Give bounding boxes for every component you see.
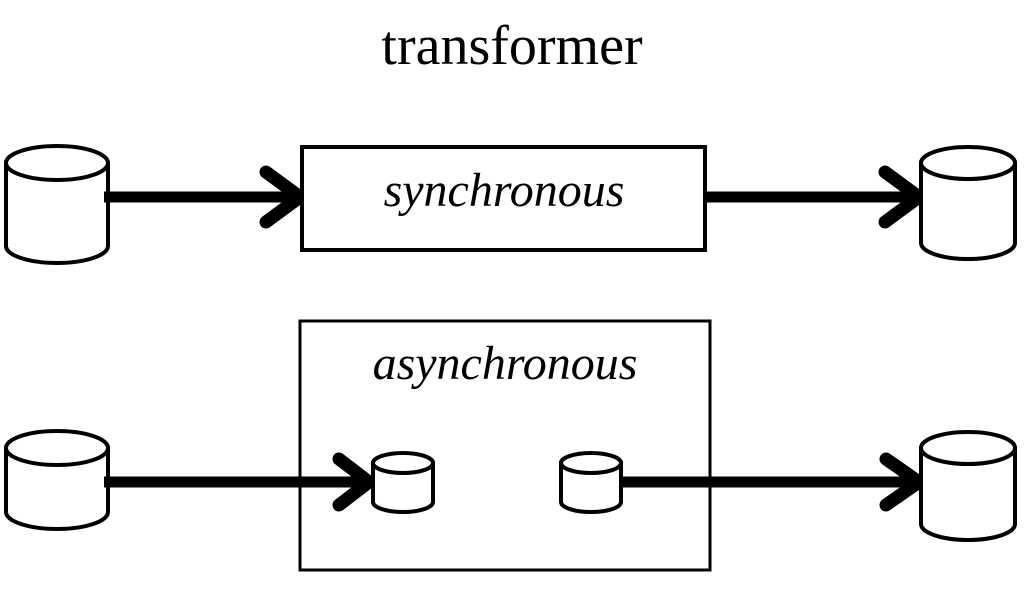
arrow-source-to-inner-store	[104, 452, 376, 512]
source-database-cylinder-bottom[interactable]	[4, 429, 110, 531]
cylinder-top-ellipse	[371, 451, 435, 475]
cylinder-body	[559, 461, 623, 514]
target-database-cylinder-top[interactable]	[919, 145, 1017, 261]
cylinder-body	[4, 161, 110, 265]
inner-small-database-cylinder-right[interactable]	[559, 451, 623, 514]
target-database-cylinder-bottom[interactable]	[919, 430, 1017, 542]
page-title: transformer	[381, 15, 643, 77]
arrow-head	[332, 452, 376, 512]
synchronous-process-label: synchronous	[383, 164, 625, 217]
inner-small-database-cylinder-left[interactable]	[371, 451, 435, 514]
asynchronous-process-box[interactable]	[298, 319, 712, 572]
arrow-synchronous-to-target	[705, 165, 926, 229]
cylinder-top-ellipse	[919, 430, 1017, 466]
arrow-source-to-synchronous	[104, 165, 307, 229]
cylinder-top-ellipse	[4, 144, 110, 182]
asynchronous-process-label: asynchronous	[372, 337, 638, 390]
cylinder-top-ellipse	[4, 429, 110, 467]
cylinder-top-ellipse	[559, 451, 623, 475]
cylinder-body	[371, 461, 435, 514]
cylinder-body	[919, 161, 1017, 261]
cylinder-body	[919, 446, 1017, 542]
cylinder-body	[4, 446, 110, 531]
source-database-cylinder-top[interactable]	[4, 144, 110, 265]
cylinder-top-ellipse	[919, 145, 1017, 181]
